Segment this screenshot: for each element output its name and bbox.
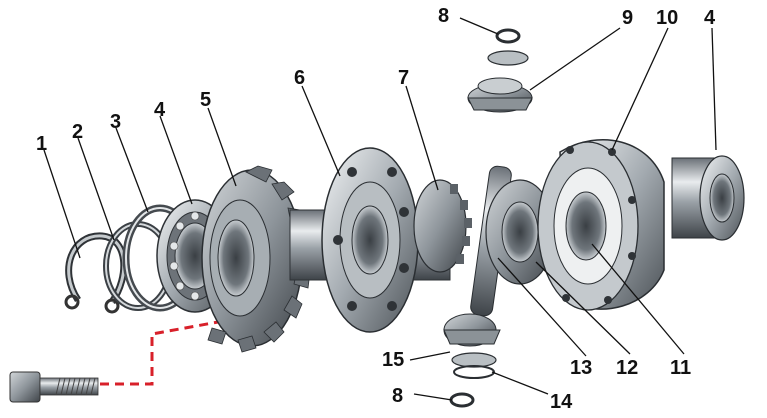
callout-9: 9 (622, 7, 633, 29)
callout-5: 5 (200, 89, 211, 111)
callout-7: 7 (398, 67, 409, 89)
retaining-ring-bottom (449, 392, 475, 408)
side-gear-right (485, 179, 555, 285)
thrust-washer-bottom (453, 365, 495, 379)
leader-lines (43, 17, 717, 401)
satellite-gear-bottom (443, 313, 501, 347)
callout-8-bottom: 8 (392, 385, 403, 407)
callout-11: 11 (670, 357, 691, 379)
callout-3: 3 (110, 111, 121, 133)
differential-housing-flange (321, 147, 419, 333)
callout-15: 15 (382, 349, 404, 371)
callout-13: 13 (570, 357, 592, 379)
driven-gear (201, 165, 311, 353)
callout-1: 1 (36, 133, 47, 155)
bearing-right (671, 155, 745, 241)
side-gear-left (413, 179, 472, 273)
support-washer-bottom (451, 352, 497, 368)
callout-4-left: 4 (154, 99, 166, 121)
differential-box (537, 139, 665, 311)
callout-6: 6 (294, 67, 305, 89)
callout-8-top: 8 (438, 5, 449, 27)
callout-10: 10 (656, 7, 678, 29)
callout-4-right: 4 (704, 7, 716, 29)
callout-12: 12 (616, 357, 638, 379)
retaining-ring-top (495, 28, 521, 44)
bolt (9, 371, 99, 403)
snap-ring (64, 232, 128, 314)
callout-14: 14 (550, 391, 573, 413)
callout-2: 2 (72, 121, 83, 143)
satellite-gear-top (467, 77, 533, 113)
bolt-position-dashed-line (100, 316, 241, 386)
support-washer-top (487, 50, 529, 66)
housing-bore (565, 191, 607, 261)
callout-labels: 1 2 3 4 5 6 7 8 9 10 4 11 12 13 14 15 8 (36, 5, 716, 413)
